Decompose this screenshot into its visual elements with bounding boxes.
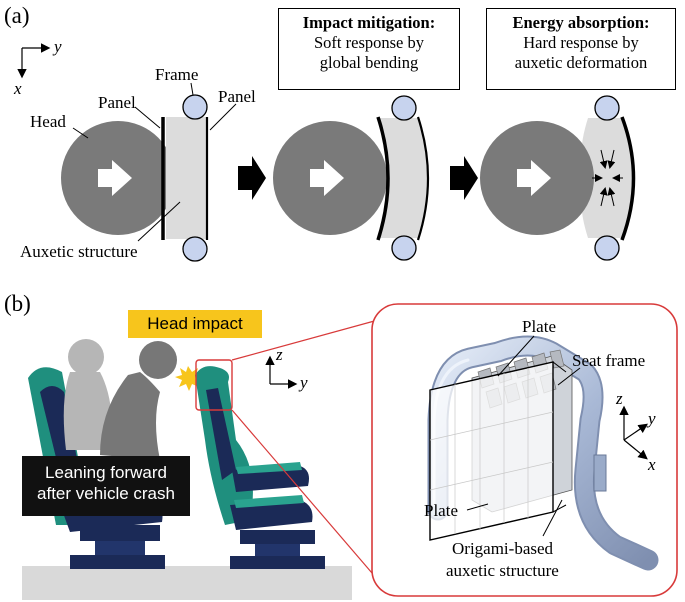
panel-left [376,116,390,241]
impact-mitigation-box: Impact mitigation: Soft response by glob… [278,8,460,90]
stage-bending [273,95,430,261]
inset-axis-y-label: y [648,409,656,428]
stage-initial [61,82,237,262]
auxetic-structure [581,118,634,238]
axes-b [265,355,298,389]
panel-b-label: (b) [4,291,31,316]
plate-grid [429,368,554,534]
stage-auxetic [480,95,636,261]
origami-label-line1: Origami-based [452,539,554,558]
impact-mitigation-line2: global bending [319,53,419,73]
axis-x-label: x [14,79,22,98]
leaning-forward-line2: after vehicle crash [37,484,175,504]
impact-mitigation-title: Impact mitigation: [302,13,436,32]
plate-top-label: Plate [522,317,556,336]
head-arrow-icon [517,160,551,196]
energy-absorption-title: Energy absorption: [512,13,650,32]
panel-label-right: Panel [218,87,256,106]
auxetic-structure [166,117,206,239]
energy-absorption-box: Energy absorption: Hard response by auxe… [486,8,676,90]
frame-top [182,94,208,120]
seat-rear [195,366,325,569]
origami-label-line2: auxetic structure [446,561,559,580]
headrest-callout [195,359,233,411]
stage-arrow-icon-1 [238,156,266,200]
frame-label: Frame [155,65,199,84]
occupant-leaning [100,341,177,460]
head-arrow-icon [98,160,132,196]
head-impact-label: Head impact [128,310,262,338]
frame-top [391,95,417,121]
plate-bottom-label: Plate [424,501,458,520]
floor [22,566,352,600]
seat-frame-label: Seat frame [572,351,646,370]
occupant-ghost [63,339,113,450]
impact-mitigation-line1: Soft response by [314,33,424,53]
axes-a [17,43,51,79]
axis-y-label: y [54,37,62,56]
panel-right [416,116,430,241]
leaning-forward-box: Leaning forward after vehicle crash [22,456,190,516]
head-arrow-icon [310,160,344,196]
frame-bottom [182,236,208,262]
auxetic-contraction-arrows [592,149,623,207]
axes-inset [619,405,648,460]
energy-absorption-line1: Hard response by [523,33,639,53]
panel-a-label: (a) [4,3,30,28]
energy-absorption-line2: auxetic deformation [514,53,648,73]
axis-z-label: z [276,345,283,364]
frame-top [594,95,620,121]
auxetic-structure-label: Auxetic structure [20,242,138,261]
head-label: Head [30,112,66,131]
frame-bottom [391,235,417,261]
frame-bottom [594,235,620,261]
inset-axis-z-label: z [616,389,623,408]
leaning-forward-line1: Leaning forward [45,463,167,482]
panel-label-left: Panel [98,93,136,112]
inset-axis-x-label: x [648,455,656,474]
auxetic-structure [378,118,428,238]
panel-right [620,116,636,241]
axis-y-label-b: y [300,373,308,392]
stage-arrow-icon-2 [450,156,478,200]
